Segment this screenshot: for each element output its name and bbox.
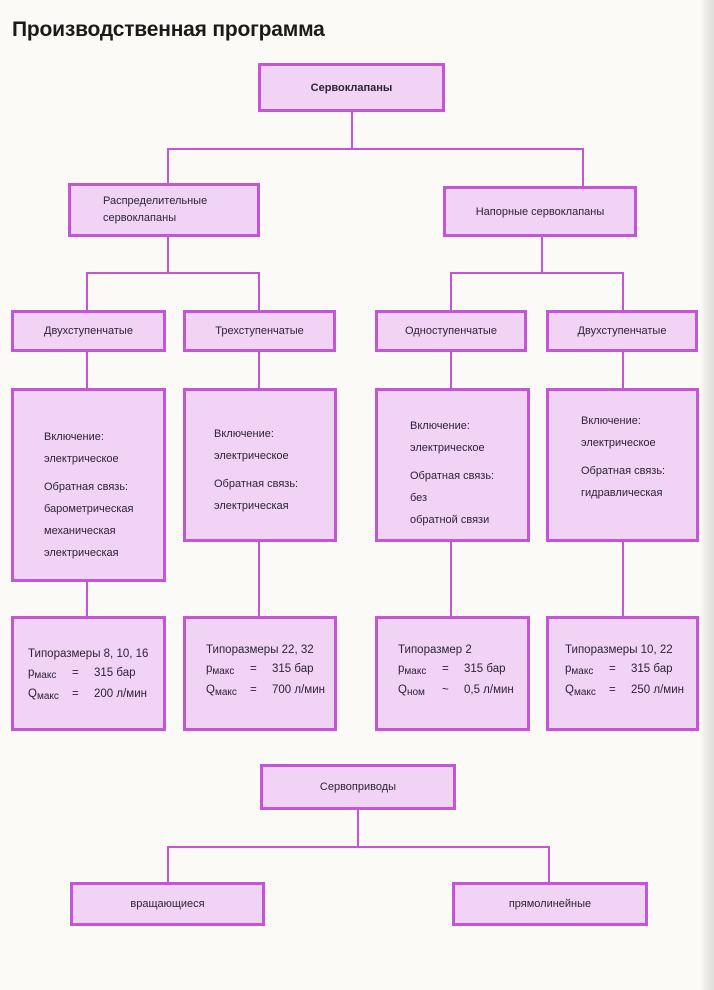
param-row: Qмакс=250 л/мин <box>565 684 684 698</box>
connector <box>86 350 88 390</box>
node-label: Напорные сервоклапаны <box>475 205 605 218</box>
node-linear-actuators: прямолинейные <box>452 882 648 926</box>
connector <box>582 148 584 186</box>
connector <box>86 272 88 312</box>
node-type-three-stage: Трехступенчатые <box>183 310 336 352</box>
connector <box>258 540 260 618</box>
connector <box>167 148 584 150</box>
connector <box>258 272 260 312</box>
param-row: pмакс=315 бар <box>565 663 673 677</box>
activation-value: электрическое <box>581 437 656 449</box>
connector <box>167 846 550 848</box>
node-label: Двухступенчатые <box>44 325 133 337</box>
description-box: Включение: электрическое Обратная связь:… <box>11 388 166 582</box>
node-label: прямолинейные <box>508 898 592 910</box>
connector <box>541 235 543 273</box>
description-box: Включение: электрическое Обратная связь:… <box>183 388 337 542</box>
spec-box: Типоразмер 2 pмакс=315 бар Qном~0,5 л/ми… <box>375 616 530 731</box>
feedback-label: Обратная связь: <box>214 478 299 490</box>
connector <box>450 272 452 312</box>
sizes-label: Типоразмеры 22, 32 <box>206 644 314 656</box>
connector <box>86 580 88 618</box>
param-row: Qмакс=700 л/мин <box>206 684 325 698</box>
feedback-value: электрическая <box>214 500 289 512</box>
activation-label: Включение: <box>410 420 470 432</box>
param-row: pмакс=315 бар <box>206 663 314 677</box>
node-label: Трехступенчатые <box>215 325 304 337</box>
sizes-label: Типоразмеры 10, 22 <box>565 644 673 656</box>
activation-label: Включение: <box>44 431 104 443</box>
activation-value: электрическое <box>214 450 289 462</box>
feedback-value: без <box>410 492 428 504</box>
node-label: Сервоклапаны <box>310 81 393 94</box>
connector <box>167 148 169 186</box>
node-type-two-stage-pressure: Двухступенчатые <box>546 310 698 352</box>
connector <box>167 235 169 273</box>
connector <box>167 846 169 884</box>
spec-box: Типоразмеры 8, 10, 16 pмакс=315 бар Qмак… <box>11 616 166 731</box>
node-rotary-actuators: вращающиеся <box>70 882 265 926</box>
connector <box>86 272 260 274</box>
node-label: вращающиеся <box>130 898 205 910</box>
node-type-two-stage-directional: Двухступенчатые <box>11 310 166 352</box>
connector <box>450 540 452 618</box>
page-edge-shadow <box>700 0 714 990</box>
activation-value: электрическое <box>410 442 485 454</box>
node-pressure-servo-valves: Напорные сервоклапаны <box>443 186 637 237</box>
node-label: Распределительные <box>103 195 208 207</box>
param-row: Qмакс=200 л/мин <box>28 688 147 702</box>
connector <box>622 272 624 312</box>
connector <box>622 540 624 618</box>
feedback-value: электрическая <box>44 547 119 559</box>
feedback-value: механическая <box>44 525 116 537</box>
activation-label: Включение: <box>214 428 274 440</box>
feedback-value: обратной связи <box>410 514 490 526</box>
node-servo-actuators: Сервоприводы <box>260 764 456 810</box>
connector <box>450 350 452 390</box>
sizes-label: Типоразмеры 8, 10, 16 <box>28 648 149 660</box>
connector <box>351 110 353 150</box>
param-row: pмакс=315 бар <box>28 667 136 681</box>
spec-box: Типоразмеры 22, 32 pмакс=315 бар Qмакс=7… <box>183 616 337 731</box>
connector <box>450 272 624 274</box>
connector <box>258 350 260 390</box>
node-type-single-stage: Одноступенчатые <box>375 310 527 352</box>
description-box: Включение: электрическое Обратная связь:… <box>546 388 699 542</box>
node-label: Сервоприводы <box>319 781 397 793</box>
node-label: сервоклапаны <box>103 212 177 224</box>
node-label: Одноступенчатые <box>405 325 497 337</box>
node-servo-valves: Сервоклапаны <box>258 63 445 112</box>
connector <box>548 846 550 884</box>
node-directional-servo-valves: Распределительные сервоклапаны <box>68 183 260 237</box>
description-box: Включение: электрическое Обратная связь:… <box>375 388 530 542</box>
activation-label: Включение: <box>581 415 641 427</box>
feedback-label: Обратная связь: <box>44 481 129 493</box>
page-title: Производственная программа <box>12 18 325 41</box>
feedback-value: барометрическая <box>44 503 134 515</box>
spec-box: Типоразмеры 10, 22 pмакс=315 бар Qмакс=2… <box>546 616 699 731</box>
feedback-label: Обратная связь: <box>410 470 495 482</box>
feedback-label: Обратная связь: <box>581 465 666 477</box>
node-label: Двухступенчатые <box>577 325 667 337</box>
connector <box>622 350 624 390</box>
param-row: Qном~0,5 л/мин <box>398 684 514 698</box>
connector <box>357 808 359 848</box>
param-row: pмакс=315 бар <box>398 663 506 677</box>
sizes-label: Типоразмер 2 <box>398 644 472 656</box>
feedback-value: гидравлическая <box>581 487 663 499</box>
activation-value: электрическое <box>44 453 119 465</box>
